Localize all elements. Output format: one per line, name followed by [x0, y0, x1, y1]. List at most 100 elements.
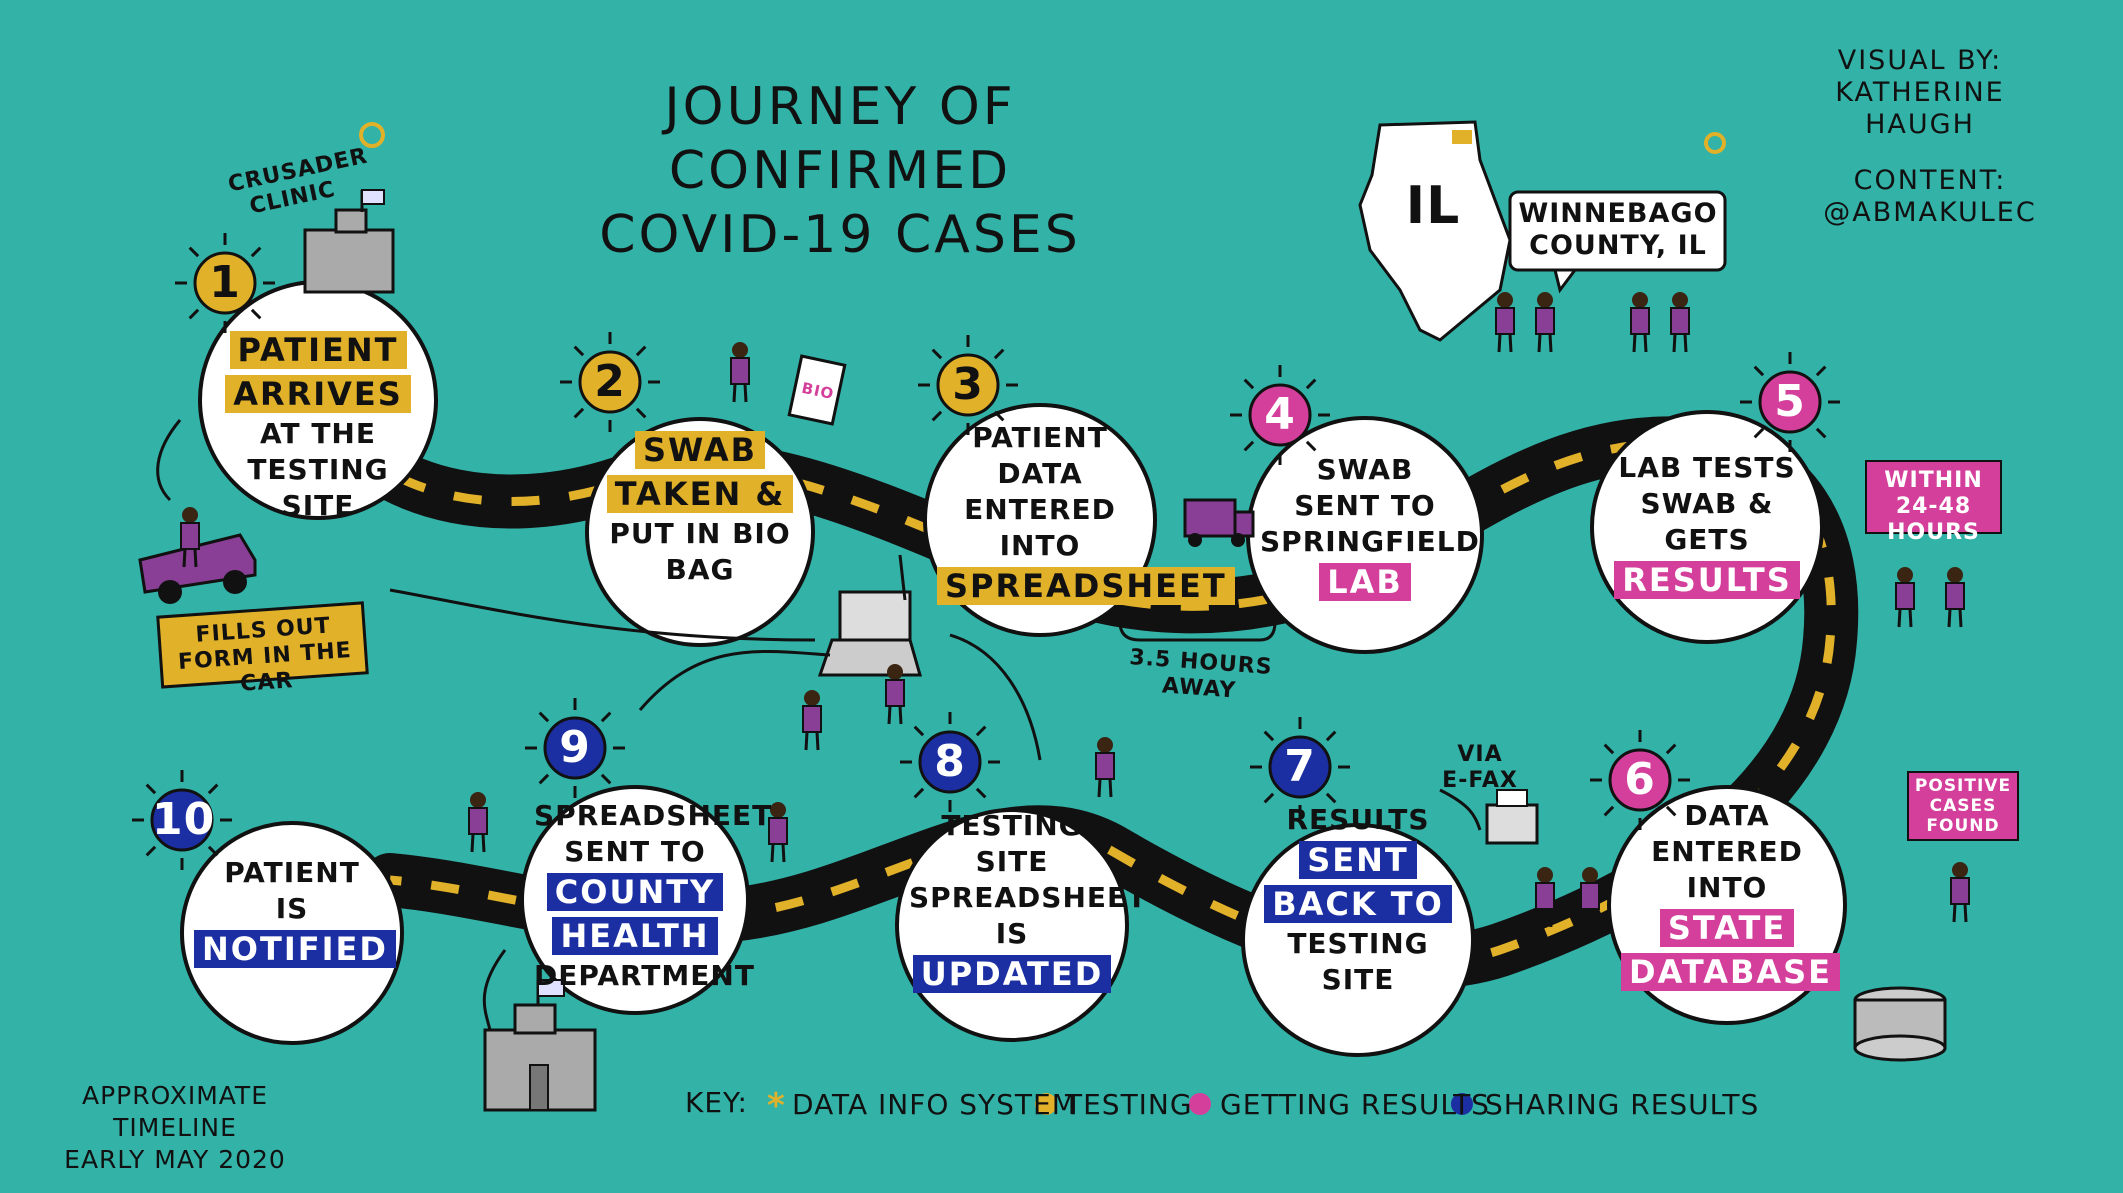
- step-line-wrap: SENT TO: [1260, 488, 1470, 524]
- step-highlight-text: HEALTH: [552, 917, 718, 955]
- step-line-wrap: PATIENT: [194, 855, 390, 891]
- step-highlight-text: BACK TO: [1264, 885, 1452, 923]
- within-line-1: WITHIN: [1884, 468, 1983, 493]
- step-line-wrap: STATE: [1621, 906, 1833, 950]
- fills-out-bubble: [156, 601, 369, 689]
- step-badge: [918, 730, 982, 794]
- step-line: PATIENT: [224, 856, 360, 889]
- health-department-building-icon: [483, 979, 597, 1112]
- within-line-2: 24-48 HOURS: [1887, 494, 1980, 545]
- step-badge: [150, 788, 214, 852]
- step-highlight-text: SPREADSHEET: [937, 567, 1235, 605]
- person-figure: [768, 802, 788, 863]
- step-line: IS: [275, 892, 309, 925]
- step-line: SITE: [1321, 963, 1395, 996]
- step-line-wrap: BAG: [599, 552, 801, 588]
- fax-machine-icon: [1485, 789, 1539, 845]
- truck-icon: [1183, 498, 1255, 547]
- step-badge: [578, 350, 642, 414]
- step-line-wrap: TAKEN &: [599, 472, 801, 516]
- step-line: SENT TO: [564, 835, 706, 868]
- badge-rays: [1740, 352, 1840, 452]
- step-number: 1: [209, 257, 241, 308]
- within-label: WITHIN 24-48 HOURS: [1866, 468, 2001, 546]
- step-line-wrap: ENTERED INTO: [1621, 834, 1833, 906]
- title-line-1: JOURNEY OF CONFIRMED: [664, 77, 1016, 201]
- step-line: PUT IN BIO: [609, 517, 791, 550]
- positive-bubble: [1907, 771, 2019, 841]
- laptop-icon: [817, 590, 922, 677]
- step-highlight-text: SENT: [1299, 841, 1417, 879]
- county-bubble: [1508, 190, 1727, 272]
- step-line-wrap: RESULTS: [1255, 802, 1461, 838]
- step-line-wrap: TESTING: [909, 808, 1115, 844]
- person-figure: [1630, 292, 1650, 353]
- step-line-wrap: PUT IN BIO: [599, 516, 801, 552]
- step-number: 2: [594, 356, 626, 407]
- step-line-wrap: SITE: [1255, 962, 1461, 998]
- positive-line-2: CASES: [1929, 796, 1997, 816]
- within-bubble: [1865, 460, 2002, 534]
- key-dot-icon: [1189, 1093, 1211, 1115]
- step-highlight-text: RESULTS: [1614, 561, 1800, 599]
- step-line-wrap: ARRIVES: [212, 372, 424, 416]
- step-line: PATIENT: [972, 421, 1108, 454]
- step-line: SPREADSHEET: [909, 881, 1148, 914]
- title-line-2: COVID-19 CASES: [599, 205, 1081, 265]
- step-line-wrap: LAB: [1260, 560, 1470, 604]
- step-line: BAG: [665, 553, 735, 586]
- step-highlight-text: LAB: [1319, 563, 1411, 601]
- step-line: AT THE TESTING: [247, 417, 389, 486]
- fills-out-label: FILLS OUT FORM IN THE CAR: [163, 611, 368, 703]
- person-figure: [1095, 737, 1115, 798]
- step-line-wrap: SITE: [909, 844, 1115, 880]
- state-label: IL: [1405, 176, 1461, 236]
- person-figure: [1950, 862, 1970, 923]
- step-badge: [193, 251, 257, 315]
- person-figure: [1580, 867, 1600, 928]
- step-badge: [1758, 370, 1822, 434]
- step-line-wrap: SPRINGFIELD: [1260, 524, 1479, 560]
- badge-rays: [175, 233, 275, 333]
- step-line-wrap: HEALTH: [534, 914, 736, 958]
- badge-rays: [1230, 365, 1330, 465]
- via-efax-label: VIA E-FAX: [1425, 742, 1535, 794]
- asterisk-icon: *: [767, 1086, 785, 1126]
- step-badge: [1608, 748, 1672, 812]
- positive-cases-label: POSITIVE CASES FOUND: [1908, 776, 2018, 836]
- person-figure: [1945, 567, 1965, 628]
- content-credit: CONTENT: @ABMAKULEC: [1810, 165, 2050, 229]
- step-line-wrap: AT THE TESTING: [212, 416, 424, 488]
- step-badge: [543, 716, 607, 780]
- person-figure: [468, 792, 488, 853]
- step-circle: [1241, 823, 1475, 1057]
- sun-icon: [359, 122, 385, 148]
- step-highlight-text: UPDATED: [912, 955, 1112, 993]
- step-line: SPREADSHEET: [534, 799, 773, 832]
- key-dot-icon: [1035, 1093, 1057, 1115]
- step-line: ENTERED INTO: [1651, 835, 1803, 904]
- step-line-wrap: SWAB: [1260, 452, 1470, 488]
- via-efax-line-1: VIA: [1457, 742, 1503, 767]
- car-icon: [138, 533, 257, 604]
- step-line-wrap: IS: [194, 891, 390, 927]
- step-line: DEPARTMENT: [534, 959, 755, 992]
- step-line-wrap: BACK TO: [1255, 882, 1461, 926]
- step-line: SWAB & GETS: [1640, 487, 1774, 556]
- illinois-map: [1358, 120, 1512, 342]
- flow-arrows: [156, 419, 1482, 1031]
- positive-line-1: POSITIVE: [1914, 776, 2012, 796]
- person-figure: [1535, 867, 1555, 928]
- step-line-wrap: DEPARTMENT: [534, 958, 754, 994]
- step-line: SPRINGFIELD: [1260, 525, 1480, 558]
- person-figure: [802, 690, 822, 751]
- step-number: 4: [1264, 389, 1296, 440]
- step-line: IS: [995, 917, 1029, 950]
- step-line-wrap: COUNTY: [534, 870, 736, 914]
- content-credit-label: CONTENT:: [1853, 165, 2007, 196]
- timeline-note: APPROXIMATE TIMELINE EARLY MAY 2020: [40, 1080, 310, 1176]
- step-highlight-text: COUNTY: [546, 873, 724, 911]
